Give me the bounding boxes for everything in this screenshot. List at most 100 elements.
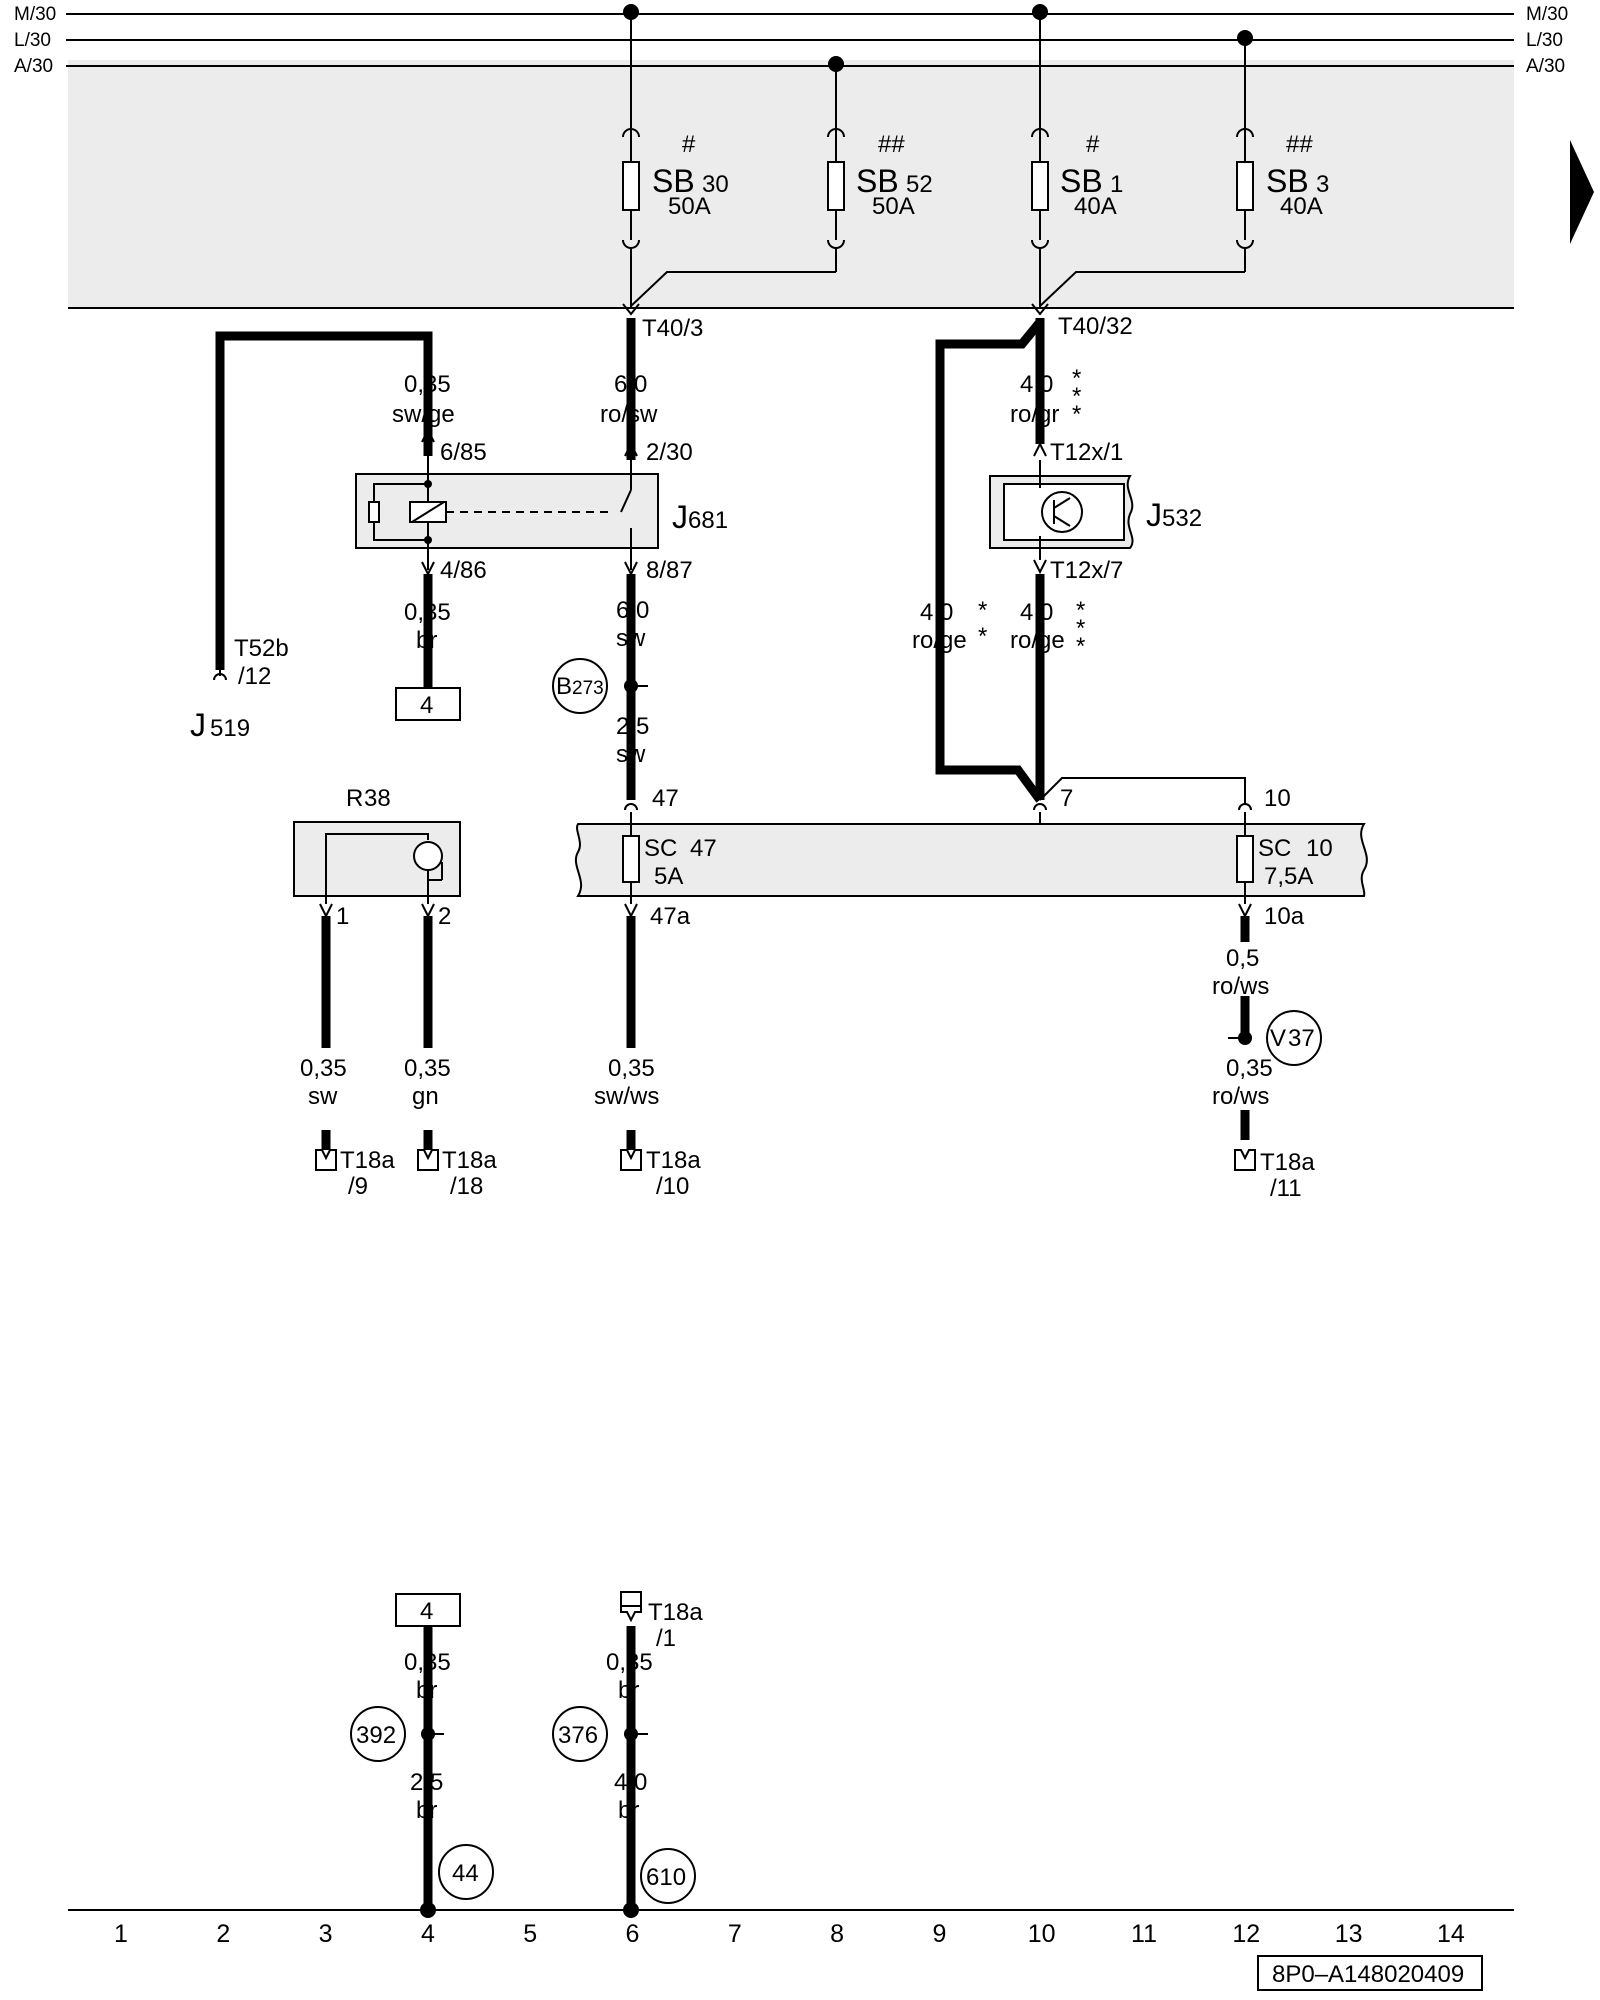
wire-size: 0,35: [404, 1055, 451, 1082]
wire-color: sw/ge: [392, 401, 455, 428]
connector-arrow: [1238, 903, 1252, 919]
conn-t18a: T18a: [648, 1599, 703, 1626]
wire-size: 2,5: [410, 1769, 443, 1796]
footnote-double: *: [978, 597, 987, 624]
conn-t18a-pin11: /11: [1270, 1175, 1302, 1202]
connector-arrow: [421, 903, 435, 919]
conn-10a: 10a: [1264, 903, 1305, 930]
wire-size: 2,5: [616, 713, 649, 740]
wire-color: br: [416, 1797, 437, 1824]
grid-number: 7: [728, 1920, 742, 1948]
grid-number: 8: [830, 1920, 844, 1948]
grid-number: 14: [1437, 1920, 1465, 1948]
fuse-carrier-sc: [575, 823, 1368, 897]
r38-pin-2: 2: [438, 903, 451, 930]
conn-t12x-7: T12x/7: [1050, 557, 1123, 584]
fuse-sb52-prefix: SB: [856, 163, 899, 199]
wire-color: ro/ge: [1010, 627, 1065, 654]
footnote-triple: *: [1076, 615, 1085, 642]
socket-icon: [315, 1149, 1256, 1171]
connector-arrow: [624, 903, 638, 919]
transistor-icon: [1041, 491, 1083, 533]
fuse-sb3-rating: 40A: [1280, 193, 1323, 220]
footnote-triple: *: [1076, 633, 1085, 660]
wire-branch-left: [935, 319, 1044, 803]
fuse-sc10-rating: 7,5A: [1264, 863, 1313, 890]
wire-size: 0,35: [404, 1649, 451, 1676]
ref-box-4-bottom: [395, 1593, 461, 1627]
wire-size: 0,35: [404, 599, 451, 626]
fuse-sb30-rating: 50A: [668, 193, 711, 220]
conn-47: 47: [652, 785, 679, 812]
wire-size: 4,0: [614, 1769, 647, 1796]
comp-j681-num: 681: [688, 507, 728, 534]
fuse-sc10-num: 10: [1306, 835, 1333, 862]
comp-j532-num: 532: [1162, 505, 1202, 532]
fuse-sb52-num: 52: [906, 171, 933, 198]
connector-arrow: [1033, 803, 1047, 811]
relay-pin-2-30: 2/30: [646, 439, 693, 466]
conn-t18a: T18a: [646, 1147, 701, 1174]
diagram-code: 8P0–A148020409: [1272, 1961, 1464, 1988]
transistor-icon-symbol: [1039, 460, 1071, 560]
fuse-sb1-rating: 40A: [1074, 193, 1117, 220]
conn-t18a: T18a: [1260, 1149, 1315, 1176]
comp-j681-prefix: J: [672, 499, 688, 535]
connector-arrow: [319, 903, 333, 919]
fuse-sb30: [622, 12, 640, 308]
ref-box-4-label: 4: [420, 692, 433, 719]
wire-color: sw/ws: [594, 1083, 659, 1110]
relay-j681-internals: [368, 444, 632, 570]
junction-b273: [552, 658, 608, 714]
fuse-sb30-num: 30: [702, 171, 729, 198]
connector-arrow: [1033, 559, 1047, 575]
ref-box-4-bottom-label: 4: [420, 1598, 433, 1625]
wire-thin-7-10: [1039, 777, 1246, 804]
wire-color: ro/ws: [1212, 1083, 1269, 1110]
wire-color: sw: [308, 1083, 338, 1110]
junction-dot: [424, 480, 432, 488]
label-m30-right: M/30: [1526, 4, 1568, 25]
fuse-sb3-num: 3: [1316, 171, 1329, 198]
relay-pin-8-87: 8/87: [646, 557, 693, 584]
continuation-arrow-icon: [1570, 140, 1594, 244]
fuse-sb1: [1031, 12, 1049, 308]
ref-box-4: [395, 687, 461, 721]
label-l30-right: L/30: [1526, 30, 1563, 51]
conn-t12x-1: T12x/1: [1050, 439, 1123, 466]
fuse-sb52: [630, 64, 845, 307]
diagram-code-box: [1257, 1955, 1483, 1991]
wire-size: 4,0: [1020, 599, 1053, 626]
label-l30-left: L/30: [14, 30, 51, 51]
fuse-sb52-mark: ##: [878, 131, 905, 158]
grid-number: 11: [1131, 1920, 1157, 1948]
footnote-triple: *: [1076, 597, 1085, 624]
grid-number: 9: [932, 1920, 946, 1948]
connector-arrow: [1031, 303, 1049, 316]
fuse-carrier-panel: [68, 60, 1514, 308]
fuse-sb1-mark: #: [1086, 131, 1100, 158]
wire-color: sw: [616, 741, 646, 768]
fuse-sb1-prefix: SB: [1060, 163, 1103, 199]
wire-size: 0,35: [1226, 1055, 1273, 1082]
wire-size: 6,0: [616, 597, 649, 624]
wire-color: sw: [616, 625, 646, 652]
wire-size: 0,5: [1226, 945, 1259, 972]
conn-7: 7: [1060, 785, 1073, 812]
conn-t18a-pin1: /1: [656, 1625, 676, 1652]
footnote-double: *: [978, 623, 987, 650]
ground-point-376: [552, 1706, 608, 1762]
wire-size: 0,35: [606, 1649, 653, 1676]
wire-size: 4,0: [1020, 371, 1053, 398]
footnote-triple: *: [1072, 401, 1081, 428]
wire-color: br: [416, 627, 437, 654]
comp-r38-num: 38: [364, 785, 391, 812]
conn-t18a-pin18: /18: [450, 1173, 483, 1200]
conn-t18a-pin9: /9: [348, 1173, 368, 1200]
r38-pin-1: 1: [336, 903, 349, 930]
grid-number: 1: [114, 1920, 128, 1948]
ground-point-44-label: 44: [452, 1860, 479, 1887]
wire-size: 6,0: [614, 371, 647, 398]
ground-point-44: [438, 1844, 494, 1900]
